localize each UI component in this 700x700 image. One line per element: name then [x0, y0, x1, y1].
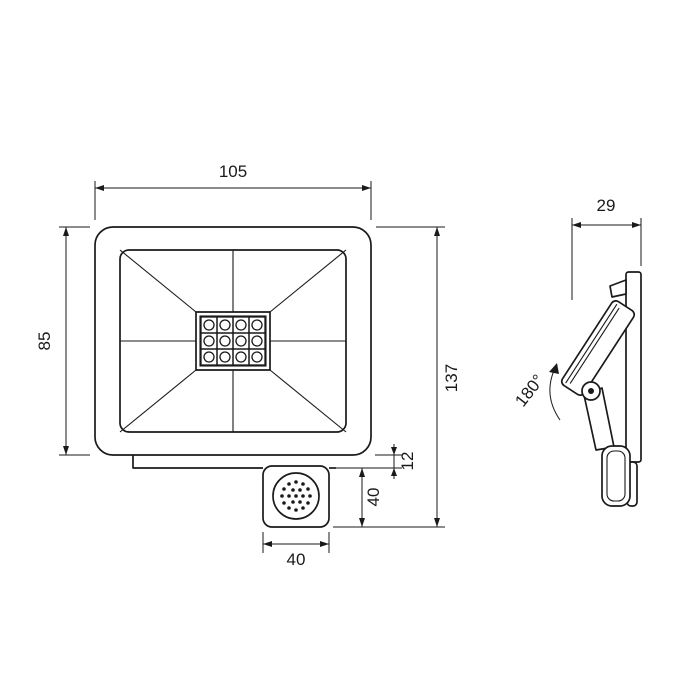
dim-label-mount-gap: 12	[398, 452, 417, 471]
reflector-facet-lines	[119, 249, 347, 433]
rotation-arrow	[549, 363, 559, 374]
motion-sensor	[262, 465, 330, 528]
dim-label-sensor-width: 40	[287, 550, 306, 569]
dimension-total-height: 137	[333, 226, 461, 528]
body-outer-frame	[94, 226, 372, 456]
side-view: 180° 29	[511, 196, 642, 507]
rotation-angle-label: 180°	[511, 371, 548, 410]
rotation-annotation: 180°	[511, 363, 561, 421]
dim-label-width: 105	[219, 162, 247, 181]
led-panel-frame	[195, 311, 271, 371]
sensor-lens-dots	[280, 480, 312, 512]
dim-label-body-height: 85	[35, 332, 54, 351]
dimension-sensor-height: 40	[359, 468, 383, 527]
sensor-lens	[272, 472, 320, 520]
bracket-handle	[601, 445, 631, 507]
dimension-sensor-width: 40	[262, 532, 330, 569]
dim-label-total-height: 137	[442, 364, 461, 392]
front-view: 105 85 137 12	[35, 162, 461, 569]
dimension-mount-gap: 12	[335, 444, 417, 479]
led-array	[195, 311, 271, 371]
dimension-depth: 29	[571, 196, 642, 300]
side-head	[560, 300, 636, 396]
side-backplate	[625, 271, 642, 463]
dimension-width: 105	[94, 162, 372, 220]
dim-label-depth: 29	[597, 196, 616, 215]
dimension-body-height: 85	[35, 226, 90, 456]
side-top-tab	[609, 279, 627, 298]
pivot-joint	[581, 381, 601, 401]
dim-label-sensor-height: 40	[364, 488, 383, 507]
led-cells	[200, 316, 266, 366]
mounting-strip	[132, 455, 336, 469]
